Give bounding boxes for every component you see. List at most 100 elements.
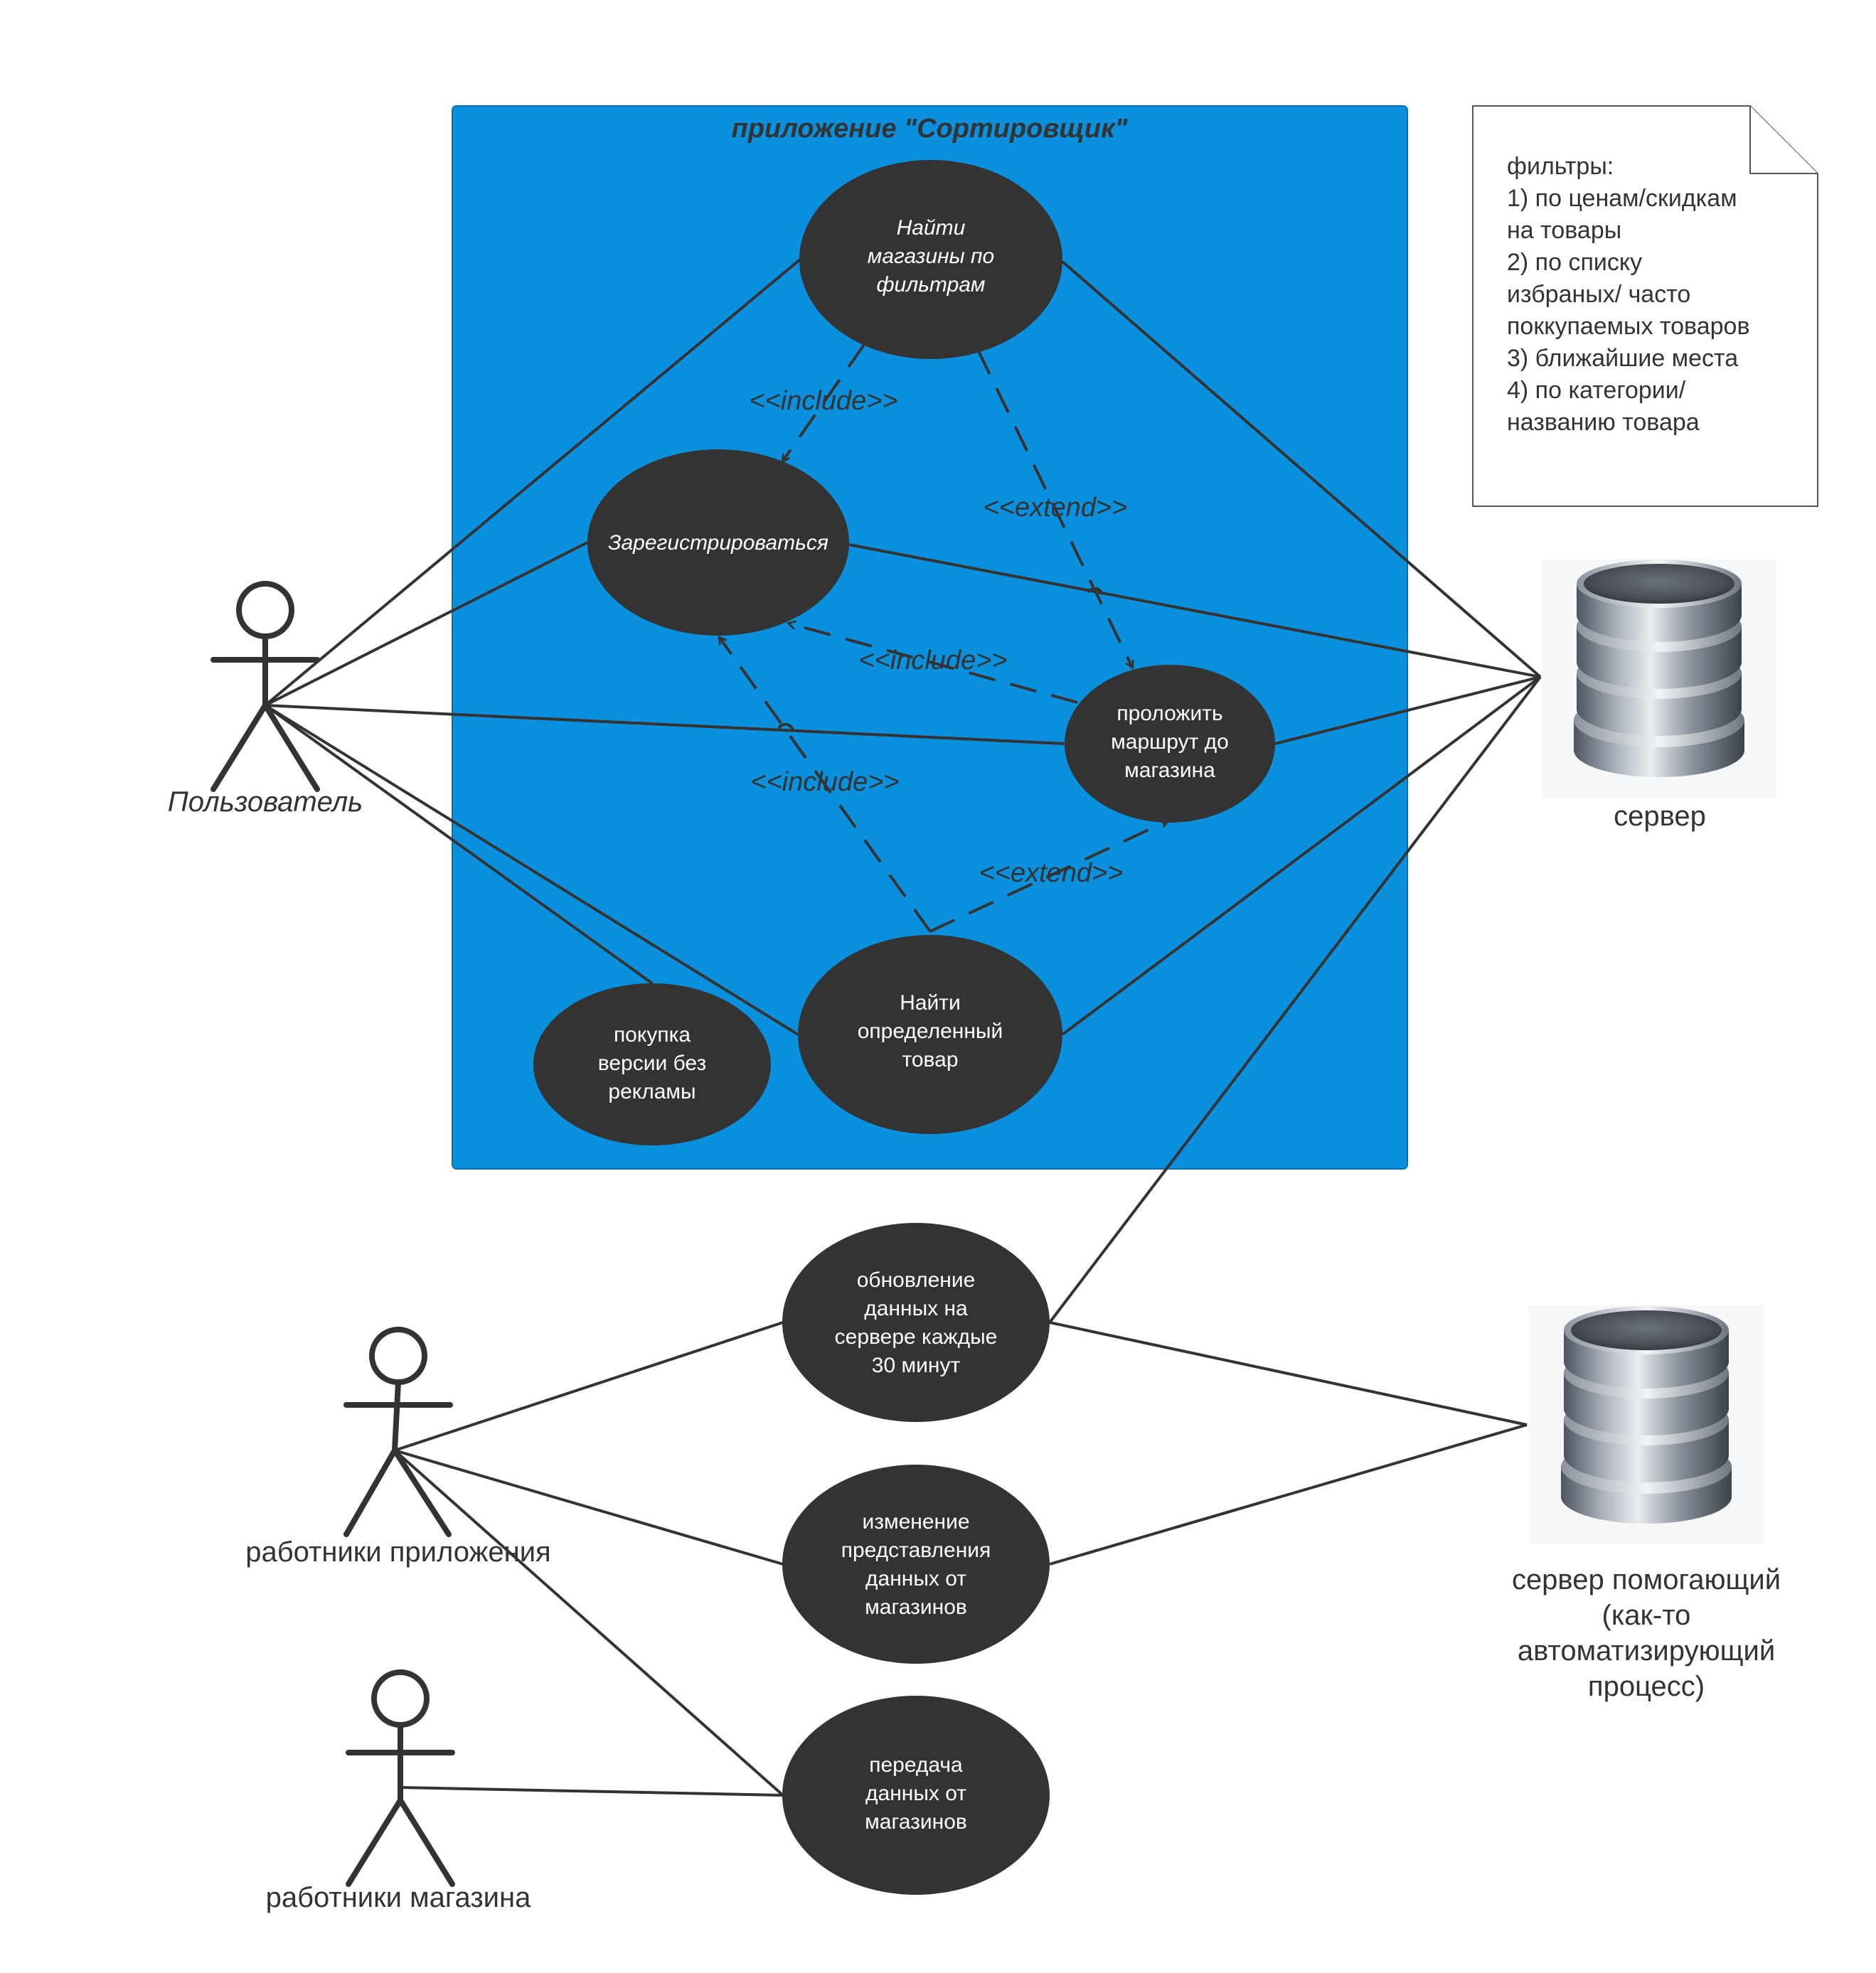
use-case-label-line: магазинов xyxy=(865,1810,967,1834)
no-ads-label: покупка версии без рекламы xyxy=(598,1023,706,1103)
assoc-shop-staff-transfer xyxy=(400,1786,784,1797)
actor-app-staff-label: работники приложения xyxy=(245,1536,550,1568)
register-label: Зарегистрироваться xyxy=(608,531,828,555)
actor-user-label: Пользователь xyxy=(168,786,363,818)
system-boundary xyxy=(452,105,1408,1170)
server-label: сервер xyxy=(1614,801,1706,832)
note-text-line: на товары xyxy=(1507,217,1621,244)
use-case-route[interactable]: проложить маршрут до магазина xyxy=(1065,665,1275,823)
helper-server-database-icon[interactable] xyxy=(1529,1305,1764,1544)
use-case-label-line: Найти xyxy=(897,216,966,240)
use-case-find-shops[interactable]: Найти магазины по фильтрам xyxy=(799,160,1062,359)
use-case-label-line: Зарегистрироваться xyxy=(608,531,828,555)
change-repr-label: изменение представления данных от магазинов xyxy=(841,1510,991,1619)
use-case-update[interactable]: обновление данных на сервере каждые 30 мину… xyxy=(782,1223,1050,1422)
use-case-label-line: обновление xyxy=(857,1268,976,1292)
use-case-label-line: изменение xyxy=(862,1510,969,1534)
line-hops xyxy=(777,587,1104,731)
note-text-line: 1) по ценам/скидкам xyxy=(1507,185,1737,212)
find-shops-label: Найти магазины по фильтрам xyxy=(868,216,994,296)
use-case-label-line: определенный xyxy=(858,1020,1003,1043)
associations xyxy=(264,258,1542,1797)
use-case-label-line: 30 минут xyxy=(872,1354,961,1377)
include-find-shops-register xyxy=(783,343,865,461)
use-case-label-line: покупка xyxy=(614,1023,691,1047)
include-route-register xyxy=(789,624,1078,704)
assoc-find-product-server xyxy=(1061,675,1542,1036)
helper-server-label-line: автоматизирующий xyxy=(1518,1635,1775,1667)
assoc-user-register xyxy=(265,541,588,707)
extend-find-shops-route xyxy=(976,349,1132,667)
use-case-label-line: версии без xyxy=(598,1052,706,1075)
filters-note: фильтры: 1) по ценам/скидкам на товары 2) п… xyxy=(1472,105,1818,507)
use-case-register[interactable]: Зарегистрироваться xyxy=(587,449,849,636)
helper-server-label: сервер помогающий (как-то автоматизирующий… xyxy=(1512,1564,1781,1702)
use-case-label-line: товар xyxy=(902,1048,958,1071)
label-include-3: <<include>> xyxy=(750,767,899,797)
assoc-app-staff-transfer xyxy=(393,1449,784,1797)
system-title: приложение "Сортировщик" xyxy=(732,114,1129,144)
actor-user[interactable] xyxy=(210,581,320,792)
assoc-update-server xyxy=(1048,675,1542,1324)
actor-app-staff[interactable] xyxy=(343,1327,453,1537)
use-case-no-ads[interactable]: покупка версии без рекламы xyxy=(533,983,771,1145)
assoc-user-no-ads xyxy=(264,704,654,985)
use-case-label-line: фильтрам xyxy=(876,273,985,296)
assoc-user-find-shops xyxy=(264,258,801,707)
server-label-line: сервер xyxy=(1614,801,1706,832)
note-text-line: названию товара xyxy=(1507,409,1700,436)
assoc-update-helper xyxy=(1049,1321,1528,1426)
actor-app-staff-head xyxy=(369,1327,427,1385)
server-database-icon[interactable] xyxy=(1542,559,1776,797)
use-case-label-line: маршрут до xyxy=(1111,730,1229,754)
dependencies xyxy=(720,343,1167,933)
assoc-user-route xyxy=(265,704,1065,745)
find-product-label: Найти определенный товар xyxy=(858,991,1003,1071)
helper-server-label-line: сервер помогающий xyxy=(1512,1564,1781,1595)
actor-shop-staff-head xyxy=(371,1669,430,1728)
update-label: обновление данных на сервере каждые 30 мину… xyxy=(835,1268,998,1377)
use-case-label-line: данных от xyxy=(865,1782,966,1805)
transfer-label: передача данных от магазинов xyxy=(865,1753,967,1834)
actor-user-head xyxy=(236,581,294,639)
include-find-product-register xyxy=(720,638,932,933)
use-case-label-line: представления xyxy=(841,1539,991,1562)
use-case-label-line: данных на xyxy=(864,1297,968,1320)
use-case-label-line: магазины по xyxy=(868,245,994,268)
assoc-app-staff-update xyxy=(394,1321,784,1452)
use-case-transfer[interactable]: передача данных от магазинов xyxy=(782,1696,1050,1895)
use-case-label-line: Найти xyxy=(900,991,961,1015)
assoc-change-repr-helper xyxy=(1049,1423,1528,1566)
actor-shop-staff[interactable] xyxy=(346,1669,455,1887)
route-label: проложить маршрут до магазина xyxy=(1111,702,1229,782)
assoc-register-server xyxy=(848,543,1541,678)
assoc-app-staff-change-repr xyxy=(394,1449,784,1566)
use-case-label-line: магазинов xyxy=(865,1595,967,1619)
note-text-line: фильтры: xyxy=(1507,153,1614,180)
assoc-user-find-product xyxy=(264,704,799,1036)
use-case-label-line: рекламы xyxy=(608,1080,695,1103)
use-case-find-product[interactable]: Найти определенный товар xyxy=(798,935,1062,1134)
use-case-label-line: данных от xyxy=(865,1567,966,1590)
use-case-label-line: проложить xyxy=(1116,702,1222,725)
helper-server-label-line: (как-то xyxy=(1602,1600,1691,1631)
note-text-line: избраных/ часто xyxy=(1507,281,1690,308)
use-case-change-repr[interactable]: изменение представления данных от магазинов xyxy=(782,1465,1050,1664)
assoc-route-server xyxy=(1274,675,1541,745)
helper-server-label-line: процесс) xyxy=(1588,1671,1705,1702)
use-case-label-line: сервере каждые xyxy=(835,1325,998,1349)
extend-find-product-route xyxy=(929,821,1167,933)
note-text-line: 3) ближайшие места xyxy=(1507,345,1738,372)
note-text-line: 2) по списку xyxy=(1507,249,1642,276)
note-text-line: 4) по категории/ xyxy=(1507,377,1686,404)
assoc-find-shops-server xyxy=(1061,260,1542,678)
label-include-1: <<include>> xyxy=(749,386,897,416)
use-case-label-line: магазина xyxy=(1124,759,1215,782)
use-case-label-line: передача xyxy=(869,1753,963,1777)
label-include-2: <<include>> xyxy=(858,646,1007,675)
label-extend-2: <<extend>> xyxy=(979,858,1124,888)
label-extend-1: <<extend>> xyxy=(984,493,1128,523)
note-text-line: поккупаемых товаров xyxy=(1507,313,1750,340)
actor-shop-staff-label: работники магазина xyxy=(266,1882,532,1913)
